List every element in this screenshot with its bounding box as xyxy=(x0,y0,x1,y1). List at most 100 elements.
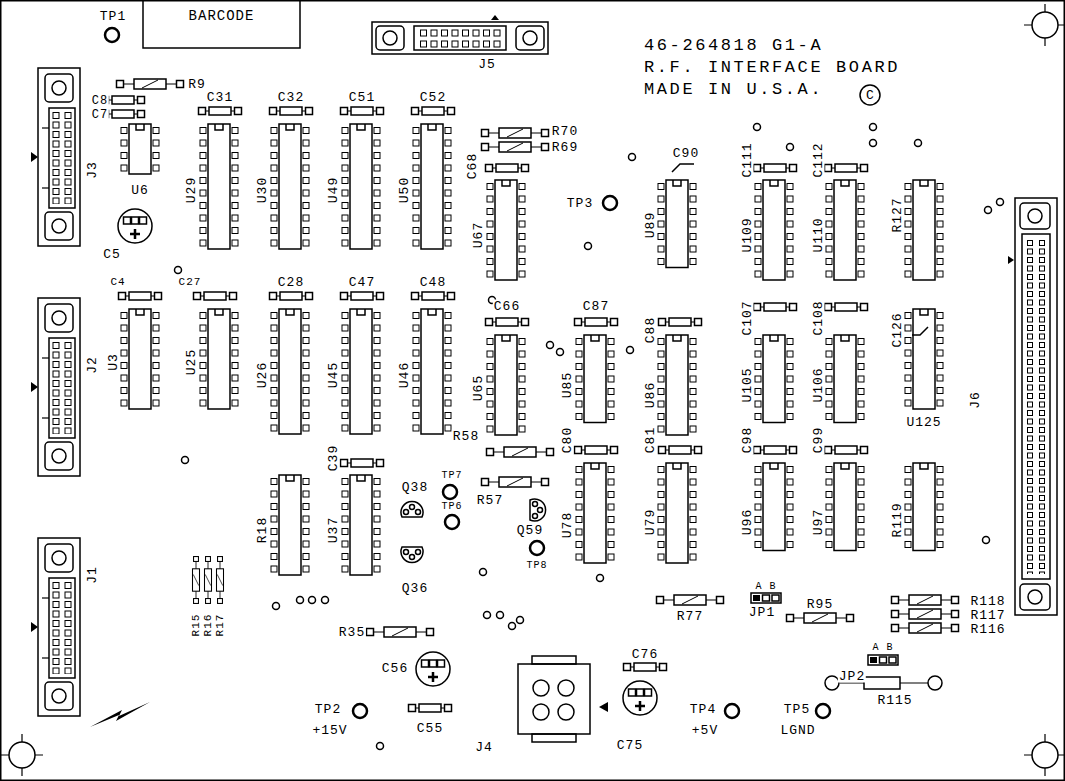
component-label: R57 xyxy=(476,494,504,507)
component-label: C98 xyxy=(741,426,754,454)
component-label: R35 xyxy=(338,626,366,639)
component-label: JP1 xyxy=(748,606,776,619)
component-label: U50 xyxy=(398,176,411,204)
component-label: U49 xyxy=(327,176,340,204)
component-label: R17 xyxy=(215,613,226,638)
component-label: U79 xyxy=(644,508,657,536)
component-label: C47 xyxy=(348,276,376,289)
component-label: C87 xyxy=(582,300,610,313)
component-label: TP4 xyxy=(689,703,717,716)
component-label: U89 xyxy=(644,211,657,239)
component-label: C88 xyxy=(644,316,657,344)
component-label: TP3 xyxy=(566,197,594,210)
component-label: TP6 xyxy=(440,502,463,512)
component-label: TP5 xyxy=(783,703,811,716)
component-label: C112 xyxy=(812,141,825,178)
component-label: C76 xyxy=(631,648,659,661)
component-label: R15 xyxy=(191,613,202,638)
component-label: JP2 xyxy=(838,670,866,683)
component-label: U37 xyxy=(327,516,340,544)
passive-parts xyxy=(102,79,959,715)
component-label: R127 xyxy=(891,196,904,233)
component-label: U29 xyxy=(185,176,198,204)
component-label: U46 xyxy=(398,361,411,389)
component-label: C99 xyxy=(812,426,825,454)
component-label: Q36 xyxy=(401,582,429,595)
component-label: C108 xyxy=(812,299,825,336)
component-label: U86 xyxy=(644,381,657,409)
component-label: LGND xyxy=(779,724,816,737)
component-label: U3 xyxy=(107,352,120,372)
component-label: Q59 xyxy=(516,524,544,537)
component-label: U26 xyxy=(256,361,269,389)
component-label: R18 xyxy=(256,516,269,544)
component-label: U110 xyxy=(812,216,825,253)
component-label: C126 xyxy=(891,311,904,348)
component-label: C31 xyxy=(206,91,234,104)
component-label: U25 xyxy=(185,348,198,376)
component-label: R95 xyxy=(806,598,834,611)
component-label: J3 xyxy=(86,160,99,180)
component-label: R118 xyxy=(969,595,1006,608)
board-marking: MADE IN U.S.A. xyxy=(643,81,824,98)
component-label: C111 xyxy=(741,141,754,178)
component-label: U67 xyxy=(472,221,485,249)
component-label: U105 xyxy=(741,366,754,403)
component-label: U97 xyxy=(812,508,825,536)
component-label: C75 xyxy=(616,739,644,752)
component-label: C27 xyxy=(178,277,203,288)
test-points-and-vias xyxy=(105,28,1004,750)
component-label: C32 xyxy=(277,91,305,104)
component-label: R115 xyxy=(876,694,913,707)
component-label: TP7 xyxy=(440,471,463,481)
component-label: +15V xyxy=(311,724,348,737)
component-label: +5V xyxy=(691,724,719,737)
component-label: TP8 xyxy=(525,561,548,571)
integrated-circuits xyxy=(124,124,940,578)
component-label: C28 xyxy=(277,276,305,289)
component-label: R9 xyxy=(187,78,207,91)
copyright-letter: C xyxy=(866,89,874,102)
component-label: C81 xyxy=(644,426,657,454)
component-label: U65 xyxy=(472,374,485,402)
component-label: U78 xyxy=(561,511,574,539)
component-label: U45 xyxy=(327,361,340,389)
component-label: C80 xyxy=(561,426,574,454)
component-label: C56 xyxy=(381,662,409,675)
component-label: C48 xyxy=(419,276,447,289)
component-label: R77 xyxy=(676,610,704,623)
copyright-circle: C xyxy=(859,84,881,106)
component-label: U6 xyxy=(130,184,150,197)
board-marking: R.F. INTERFACE BOARD xyxy=(643,59,901,76)
component-label: R70 xyxy=(551,125,579,138)
component-label: TP1 xyxy=(99,10,127,23)
component-label: C90 xyxy=(672,147,700,160)
component-label: C39 xyxy=(327,444,340,472)
component-label: R16 xyxy=(203,613,214,638)
component-label: J4 xyxy=(474,741,494,754)
component-label: C7 xyxy=(91,109,109,121)
barcode-label: BARCODE xyxy=(189,9,255,23)
component-label: Q38 xyxy=(401,481,429,494)
component-label: A B xyxy=(871,643,894,653)
component-label: C55 xyxy=(416,722,444,735)
component-label: J1 xyxy=(86,565,99,585)
component-label: R116 xyxy=(969,623,1006,636)
component-label: C5 xyxy=(102,248,122,261)
component-label: U96 xyxy=(741,508,754,536)
component-label: C68 xyxy=(466,152,479,180)
component-label: R119 xyxy=(891,501,904,538)
component-label: R117 xyxy=(969,609,1006,622)
component-label: C66 xyxy=(493,300,521,313)
component-label: C4 xyxy=(109,277,126,288)
component-label: C51 xyxy=(348,91,376,104)
component-label: U125 xyxy=(905,416,942,429)
component-label: C107 xyxy=(741,299,754,336)
component-label: C52 xyxy=(419,91,447,104)
barcode-box: BARCODE xyxy=(143,0,300,48)
component-label: U85 xyxy=(561,371,574,399)
component-label: J2 xyxy=(86,355,99,375)
